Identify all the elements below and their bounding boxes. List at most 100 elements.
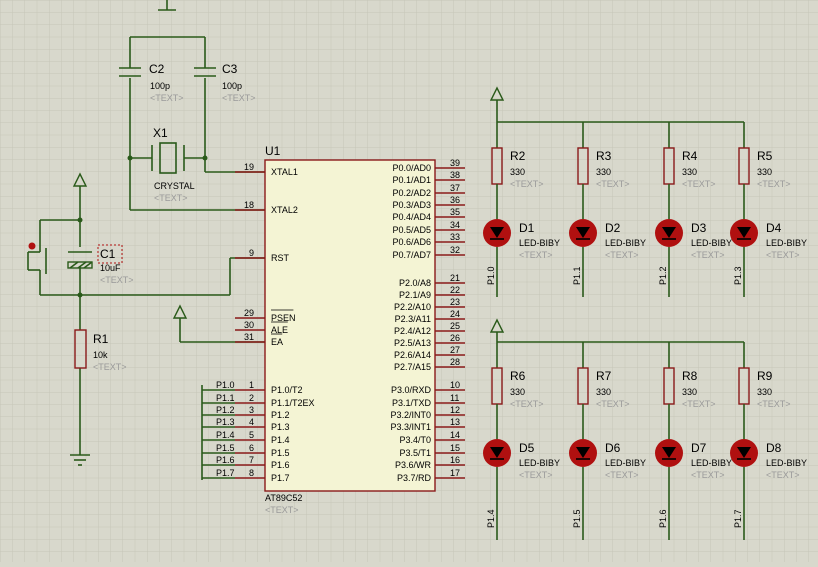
button-pin-icon xyxy=(28,242,36,250)
reset-button[interactable] xyxy=(27,240,47,282)
r1-text: <TEXT> xyxy=(93,362,127,372)
diode-triangle-icon xyxy=(490,227,504,238)
diode-triangle-icon xyxy=(662,447,676,458)
mcu-pin-number: 14 xyxy=(450,430,460,440)
mcu-pins xyxy=(235,167,465,479)
mcu-pin-number: 19 xyxy=(244,162,254,172)
mcu-pin-number: 10 xyxy=(450,380,460,390)
mcu-pin-name: P0.3/AD3 xyxy=(392,200,431,210)
resistor-value: 330 xyxy=(510,387,525,397)
c1-ref: C1 xyxy=(100,247,116,261)
mcu-pin-name: P3.3/INT1 xyxy=(390,422,431,432)
led-net-label: P1.5 xyxy=(572,509,582,528)
resistor-ref: R9 xyxy=(757,369,773,383)
port1-net-label: P1.4 xyxy=(216,430,235,440)
mcu-pin-name: P2.7/A15 xyxy=(394,362,431,372)
mcu-pin-name: P3.1/TXD xyxy=(392,398,432,408)
led-value: LED-BIBY xyxy=(691,458,732,468)
led-value: LED-BIBY xyxy=(519,458,560,468)
mcu-pin-name: P2.1/A9 xyxy=(399,290,431,300)
mcu-pin-name: P1.2 xyxy=(271,410,290,420)
capacitor-c3[interactable]: C3 100p <TEXT> xyxy=(194,62,256,103)
resistor-text: <TEXT> xyxy=(682,399,716,409)
led-text: <TEXT> xyxy=(691,470,725,480)
port1-labels: P1.0P1.1P1.2P1.3P1.4P1.5P1.6P1.7 xyxy=(202,380,235,479)
led-ref: D2 xyxy=(605,221,621,235)
mcu-pin-number: 35 xyxy=(450,207,460,217)
mcu-pin-name: P0.2/AD2 xyxy=(392,188,431,198)
mcu-pin-number: 12 xyxy=(450,405,460,415)
capacitor-c1[interactable]: C1 10uF <TEXT> xyxy=(67,244,134,285)
mcu-pin-name: P1.1/T2EX xyxy=(271,398,315,408)
mcu-pin-name: P1.5 xyxy=(271,448,290,458)
mcu-pin-name: P2.5/A13 xyxy=(394,338,431,348)
mcu-pin-name: P1.7 xyxy=(271,473,290,483)
mcu-pin-number: 38 xyxy=(450,170,460,180)
mcu-pin-name: P2.2/A10 xyxy=(394,302,431,312)
led-net-label: P1.0 xyxy=(486,266,496,285)
mcu-pin-name: P2.3/A11 xyxy=(395,314,431,324)
mcu-pin-number: 28 xyxy=(450,357,460,367)
mcu-pin-name: ALE xyxy=(271,325,288,335)
led-net-label: P1.1 xyxy=(572,266,582,285)
mcu-pin-name: XTAL2 xyxy=(271,205,298,215)
led-ref: D6 xyxy=(605,441,621,455)
mcu-pin-number: 13 xyxy=(450,417,460,427)
led-value: LED-BIBY xyxy=(605,238,646,248)
mcu-pin-number: 7 xyxy=(249,455,254,465)
resistor-value: 330 xyxy=(757,167,772,177)
mcu-pin-name: P0.5/AD5 xyxy=(392,225,431,235)
led-ref: D5 xyxy=(519,441,535,455)
mcu-pin-number: 18 xyxy=(244,200,254,210)
mcu-pin-number: 9 xyxy=(249,248,254,258)
r1-value: 10k xyxy=(93,350,108,360)
resistor-value: 330 xyxy=(682,387,697,397)
resistor-ref: R6 xyxy=(510,369,526,383)
mcu-pin-number: 27 xyxy=(450,345,460,355)
x1-ref: X1 xyxy=(153,126,168,140)
resistor-r1[interactable]: R1 10k <TEXT> xyxy=(74,329,127,372)
led-net-label: P1.7 xyxy=(733,509,743,528)
crystal-x1[interactable]: X1 CRYSTAL <TEXT> xyxy=(151,126,195,203)
port1-net-label: P1.2 xyxy=(216,405,235,415)
resistor-value: 330 xyxy=(596,167,611,177)
resistor-ref: R4 xyxy=(682,149,698,163)
mcu-pin-name: P1.6 xyxy=(271,460,290,470)
led-text: <TEXT> xyxy=(605,250,639,260)
mcu-pin-number: 4 xyxy=(249,417,254,427)
resistor-text: <TEXT> xyxy=(510,179,544,189)
mcu-pin-name: P3.5/T1 xyxy=(399,448,431,458)
resistor-ref: R2 xyxy=(510,149,526,163)
resistor-value: 330 xyxy=(757,387,772,397)
mcu-pin-number: 29 xyxy=(244,308,254,318)
led-text: <TEXT> xyxy=(766,250,800,260)
led-text: <TEXT> xyxy=(691,250,725,260)
mcu-body[interactable] xyxy=(264,159,436,492)
c3-ref: C3 xyxy=(222,62,238,76)
mcu-pin-number: 23 xyxy=(450,297,460,307)
mcu-pin-name: P0.0/AD0 xyxy=(392,163,431,173)
capacitor-c2[interactable]: C2 100p <TEXT> xyxy=(119,62,184,103)
led-ref: D1 xyxy=(519,221,535,235)
mcu-pin-name: P1.4 xyxy=(271,435,290,445)
port1-net-label: P1.6 xyxy=(216,455,235,465)
led-ref: D4 xyxy=(766,221,782,235)
mcu-pin-number: 21 xyxy=(450,273,460,283)
diode-triangle-icon xyxy=(576,227,590,238)
mcu-pin-number: 30 xyxy=(244,320,254,330)
mcu-pin-number: 1 xyxy=(249,380,254,390)
port1-net-label: P1.3 xyxy=(216,417,235,427)
c3-value: 100p xyxy=(222,81,242,91)
mcu-pin-name: P0.1/AD1 xyxy=(392,175,431,185)
resistor-text: <TEXT> xyxy=(596,179,630,189)
